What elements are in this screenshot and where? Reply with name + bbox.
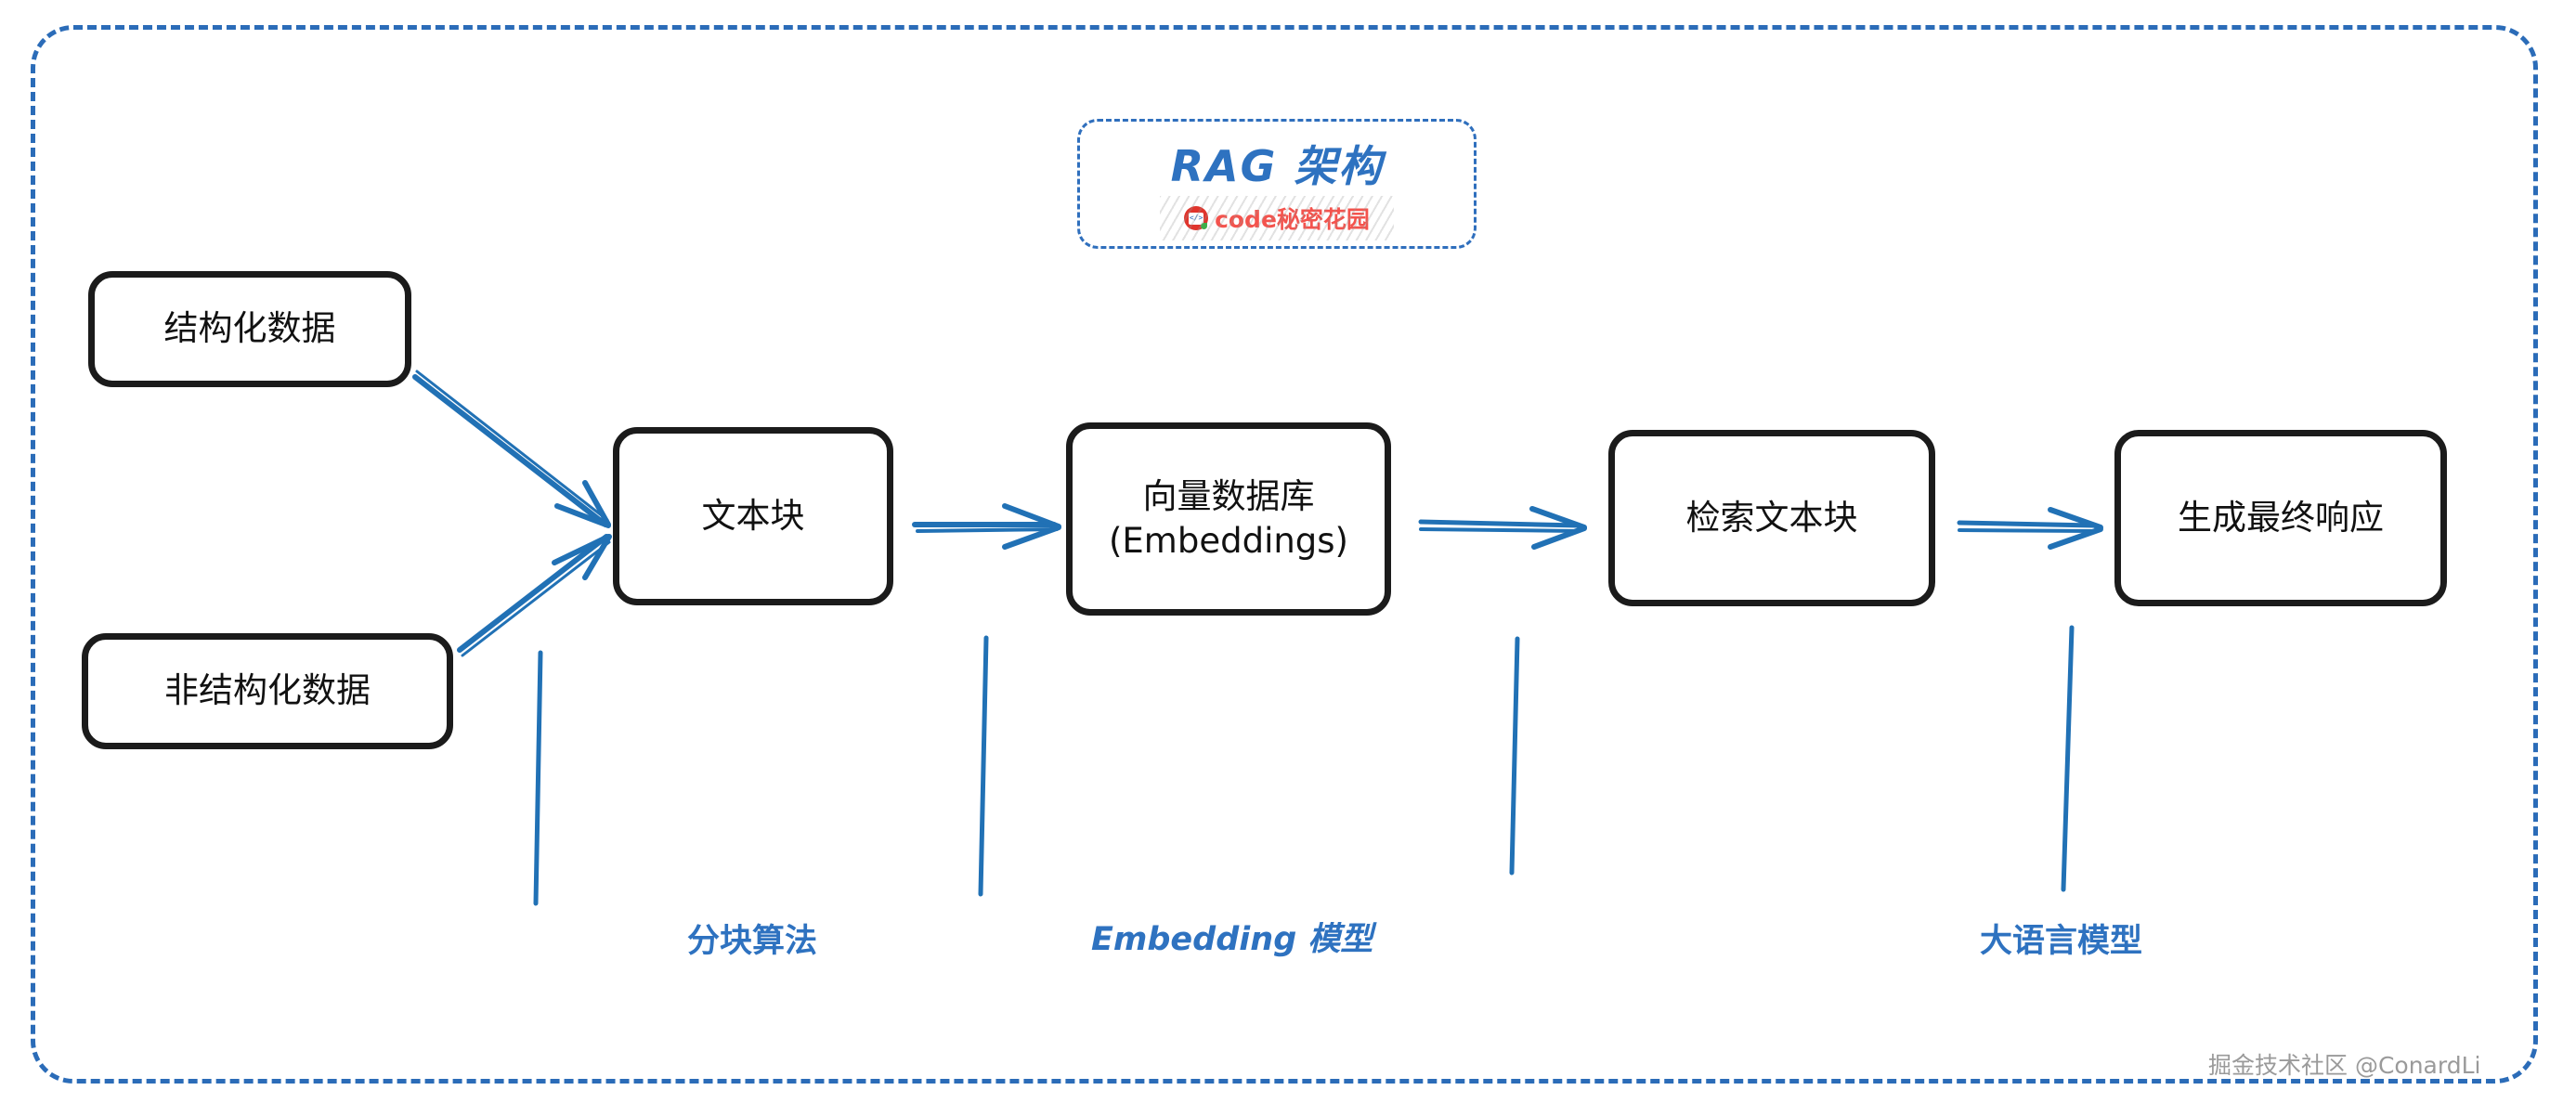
node-label: 检索文本块 xyxy=(1685,497,1858,538)
node-label: 文本块 xyxy=(701,495,805,536)
brand-name: code秘密花园 xyxy=(1215,206,1370,233)
outer-dashed-frame xyxy=(31,25,2538,1084)
node-label-line1: 向量数据库 xyxy=(1142,475,1315,516)
brand-watermark: </> code秘密花园 xyxy=(1160,196,1394,240)
stage-label-embedding: Embedding 模型 xyxy=(1091,921,1373,958)
node-label: 生成最终响应 xyxy=(2178,497,2384,538)
source-watermark: 掘金技术社区 @ConardLi xyxy=(2208,1052,2481,1079)
node-label: 非结构化数据 xyxy=(164,670,371,711)
node-label: 结构化数据 xyxy=(163,308,336,349)
node-retrieved-chunks[interactable]: 检索文本块 xyxy=(1608,430,1935,606)
node-vector-database[interactable]: 向量数据库 (Embeddings) xyxy=(1066,422,1391,616)
stage-label-llm: 大语言模型 xyxy=(1980,923,2143,960)
title-card: RAG 架构 </> code秘密花园 xyxy=(1077,119,1477,249)
stage-label-chunking: 分块算法 xyxy=(687,923,818,960)
node-text-chunks[interactable]: 文本块 xyxy=(613,427,893,605)
node-unstructured-data[interactable]: 非结构化数据 xyxy=(82,633,453,749)
diagram-title: RAG 架构 xyxy=(1170,141,1384,191)
node-label-line2: (Embeddings) xyxy=(1108,521,1348,561)
node-generate-response[interactable]: 生成最终响应 xyxy=(2114,430,2447,606)
node-structured-data[interactable]: 结构化数据 xyxy=(88,271,411,387)
code-logo-icon: </> xyxy=(1184,206,1209,230)
